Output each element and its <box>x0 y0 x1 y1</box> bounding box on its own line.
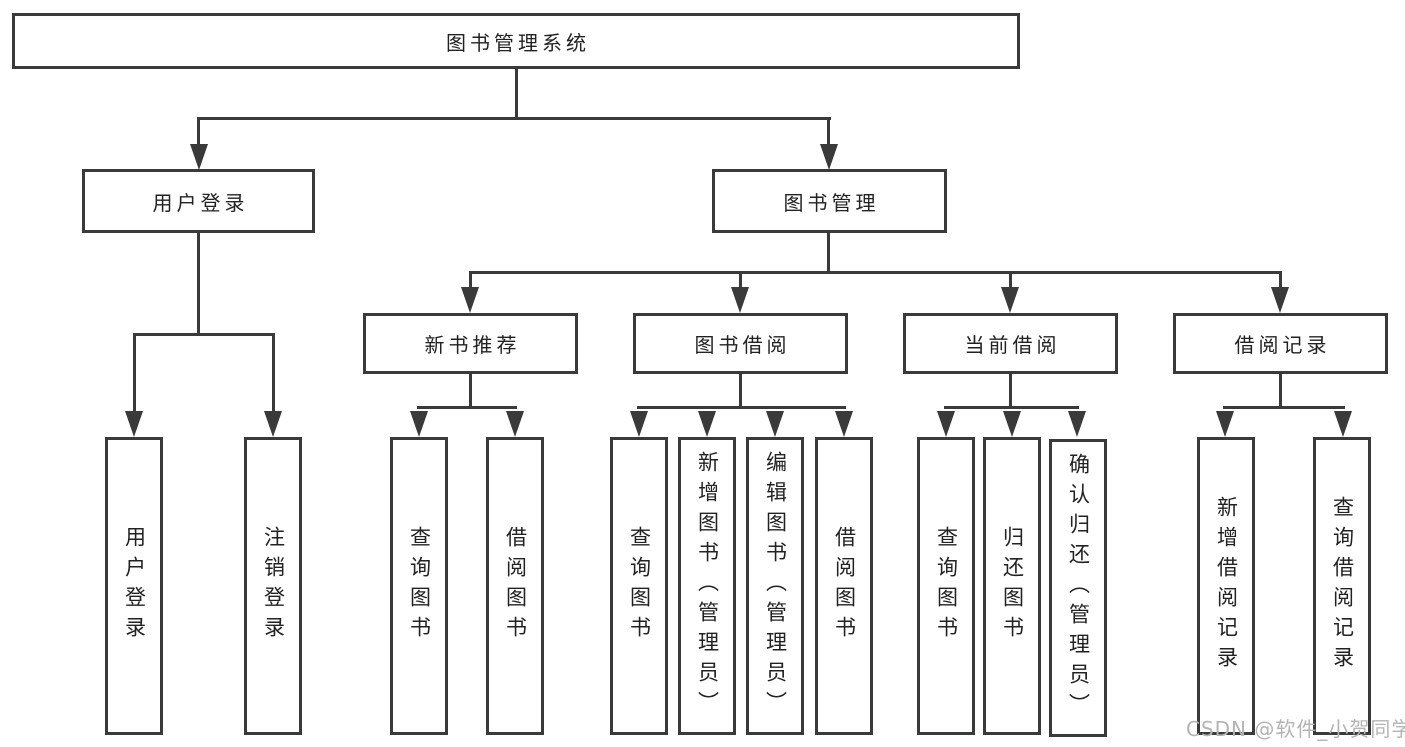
arrowhead-down-icon <box>461 287 479 313</box>
node-book-borrowing: 图书借阅 <box>633 313 848 374</box>
connector-line <box>827 233 830 273</box>
connector-line <box>133 333 136 413</box>
connector-line <box>1279 374 1282 408</box>
leaf-borrowing-borrow-books: 借阅图书 <box>815 437 873 735</box>
arrowhead-down-icon <box>731 287 749 313</box>
arrowhead-down-icon <box>698 411 716 437</box>
node-label: 查询图书 <box>934 526 959 646</box>
leaf-recommend-query-books: 查询图书 <box>390 437 448 735</box>
connector-line <box>417 406 517 409</box>
leaf-user-login: 用户登录 <box>105 437 163 735</box>
arrowhead-down-icon <box>410 411 428 437</box>
node-label: 当前借阅 <box>964 333 1061 357</box>
arrowhead-down-icon <box>1271 287 1289 313</box>
connector-line <box>1009 374 1012 408</box>
connector-line <box>197 233 200 335</box>
arrowhead-down-icon <box>820 144 838 170</box>
node-book-management-system: 图书管理系统 <box>12 13 1020 69</box>
connector-line <box>1223 406 1345 409</box>
connector-line <box>515 67 518 120</box>
leaf-borrowing-add-books-admin: 新增图书（管理员） <box>678 437 736 735</box>
arrowhead-down-icon <box>835 411 853 437</box>
arrowhead-down-icon <box>937 411 955 437</box>
connector-line <box>272 333 275 413</box>
connector-line <box>197 117 200 147</box>
arrowhead-down-icon <box>264 411 282 437</box>
node-label: 归还图书 <box>1000 526 1025 646</box>
node-label: 借阅记录 <box>1234 333 1331 357</box>
arrowhead-down-icon <box>1216 411 1234 437</box>
node-label: 图书管理 <box>783 190 880 215</box>
leaf-logout: 注销登录 <box>244 437 302 735</box>
connector-line <box>133 333 275 336</box>
node-borrowing-records: 借阅记录 <box>1173 313 1388 374</box>
node-label: 图书管理系统 <box>446 30 590 55</box>
node-label: 图书借阅 <box>694 333 791 357</box>
connector-line <box>1279 271 1282 289</box>
node-label: 确认归还（管理员） <box>1066 453 1091 723</box>
node-new-book-recommend: 新书推荐 <box>363 313 578 374</box>
node-label: 用户登录 <box>122 526 147 646</box>
connector-line <box>827 117 830 147</box>
connector-line <box>197 117 831 120</box>
connector-line <box>1009 271 1012 289</box>
node-label: 查询借阅记录 <box>1330 496 1355 676</box>
node-label: 查询图书 <box>627 526 652 646</box>
node-current-borrowing: 当前借阅 <box>903 313 1118 374</box>
node-label: 用户登录 <box>152 190 249 215</box>
leaf-current-return-books: 归还图书 <box>983 437 1041 735</box>
arrowhead-down-icon <box>190 144 208 170</box>
leaf-recommend-borrow-books: 借阅图书 <box>486 437 544 735</box>
connector-line <box>637 406 846 409</box>
node-label: 编辑图书（管理员） <box>763 451 788 721</box>
node-label: 新增图书（管理员） <box>695 451 720 721</box>
arrowhead-down-icon <box>766 411 784 437</box>
connector-line <box>469 271 472 289</box>
node-label: 新书推荐 <box>424 333 521 357</box>
node-label: 查询图书 <box>407 526 432 646</box>
leaf-current-query-books: 查询图书 <box>917 437 975 735</box>
arrowhead-down-icon <box>1334 411 1352 437</box>
node-label: 注销登录 <box>261 526 286 646</box>
leaf-current-confirm-return-admin: 确认归还（管理员） <box>1049 439 1107 737</box>
csdn-watermark: CSDN @软件_小贺同学 <box>1186 717 1405 741</box>
node-label: 借阅图书 <box>503 526 528 646</box>
node-user-login: 用户登录 <box>82 169 315 233</box>
arrowhead-down-icon <box>1001 287 1019 313</box>
node-label: 新增借阅记录 <box>1214 496 1239 676</box>
arrowhead-down-icon <box>1003 411 1021 437</box>
leaf-records-query-record: 查询借阅记录 <box>1313 437 1371 735</box>
connector-line <box>470 271 1282 274</box>
arrowhead-down-icon <box>125 411 143 437</box>
arrowhead-down-icon <box>1068 411 1086 437</box>
connector-line <box>739 271 742 289</box>
arrowhead-down-icon <box>506 411 524 437</box>
leaf-borrowing-edit-books-admin: 编辑图书（管理员） <box>746 437 804 735</box>
connector-line <box>944 406 1079 409</box>
leaf-borrowing-query-books: 查询图书 <box>610 437 668 735</box>
leaf-records-add-record: 新增借阅记录 <box>1197 437 1255 735</box>
arrowhead-down-icon <box>630 411 648 437</box>
connector-line <box>469 374 472 408</box>
node-label: 借阅图书 <box>832 526 857 646</box>
connector-line <box>739 374 742 408</box>
node-book-management: 图书管理 <box>712 169 947 233</box>
